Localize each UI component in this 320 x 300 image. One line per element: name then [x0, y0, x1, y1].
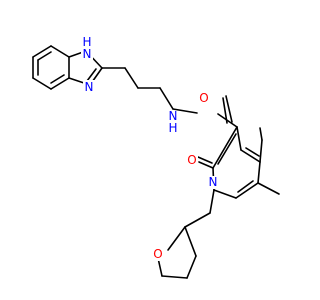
ring-n-label: N	[209, 175, 218, 189]
bond	[184, 212, 211, 228]
bond	[212, 126, 238, 169]
imidazole-h-label: H	[82, 35, 91, 49]
bond	[240, 149, 261, 163]
bond	[257, 161, 261, 184]
carbonyl-o-label: O	[199, 91, 208, 105]
bond	[184, 226, 197, 257]
bond	[197, 156, 213, 164]
amide-n-label: N	[169, 109, 178, 123]
atom-ring-n: N	[207, 175, 219, 189]
atom-ring-carbonyl-o: O	[186, 153, 198, 167]
molecule-structure: H N N N H O O N O	[32, 35, 280, 279]
atom-amide-nh: N H	[167, 109, 179, 135]
bond	[124, 67, 139, 89]
bond	[198, 161, 214, 169]
amide-h-label: H	[168, 121, 177, 135]
atom-carbonyl-o: O	[198, 91, 210, 105]
bond	[161, 275, 188, 279]
bond	[37, 51, 52, 61]
bond	[86, 68, 97, 82]
bond	[257, 182, 280, 195]
bond	[245, 147, 260, 157]
bond-lines	[32, 45, 280, 279]
bond	[217, 113, 238, 128]
bond	[186, 255, 197, 279]
bond	[213, 189, 237, 199]
bond	[237, 180, 254, 193]
atom-imidazole-n: N	[83, 80, 95, 94]
bond	[159, 87, 174, 110]
bond	[235, 182, 259, 199]
thf-o-label: O	[153, 247, 162, 261]
imidazole-n-label: N	[85, 80, 94, 94]
bond	[236, 126, 242, 151]
bond	[209, 189, 215, 214]
imidazole-nh-label: N	[83, 47, 92, 61]
bond	[217, 133, 237, 165]
bond	[167, 226, 186, 251]
atom-labels: H N N N H O O N O	[81, 35, 219, 261]
atom-imidazole-nh: H N	[81, 35, 93, 61]
bond	[259, 139, 263, 163]
bond	[50, 45, 70, 58]
bond	[32, 45, 52, 58]
bond	[50, 77, 70, 90]
ring-o-label: O	[187, 153, 196, 167]
bond	[225, 95, 233, 123]
bond	[32, 77, 52, 90]
atom-thf-o: O	[152, 247, 164, 261]
bond	[259, 127, 263, 141]
bond	[172, 108, 198, 114]
bond	[50, 74, 65, 84]
